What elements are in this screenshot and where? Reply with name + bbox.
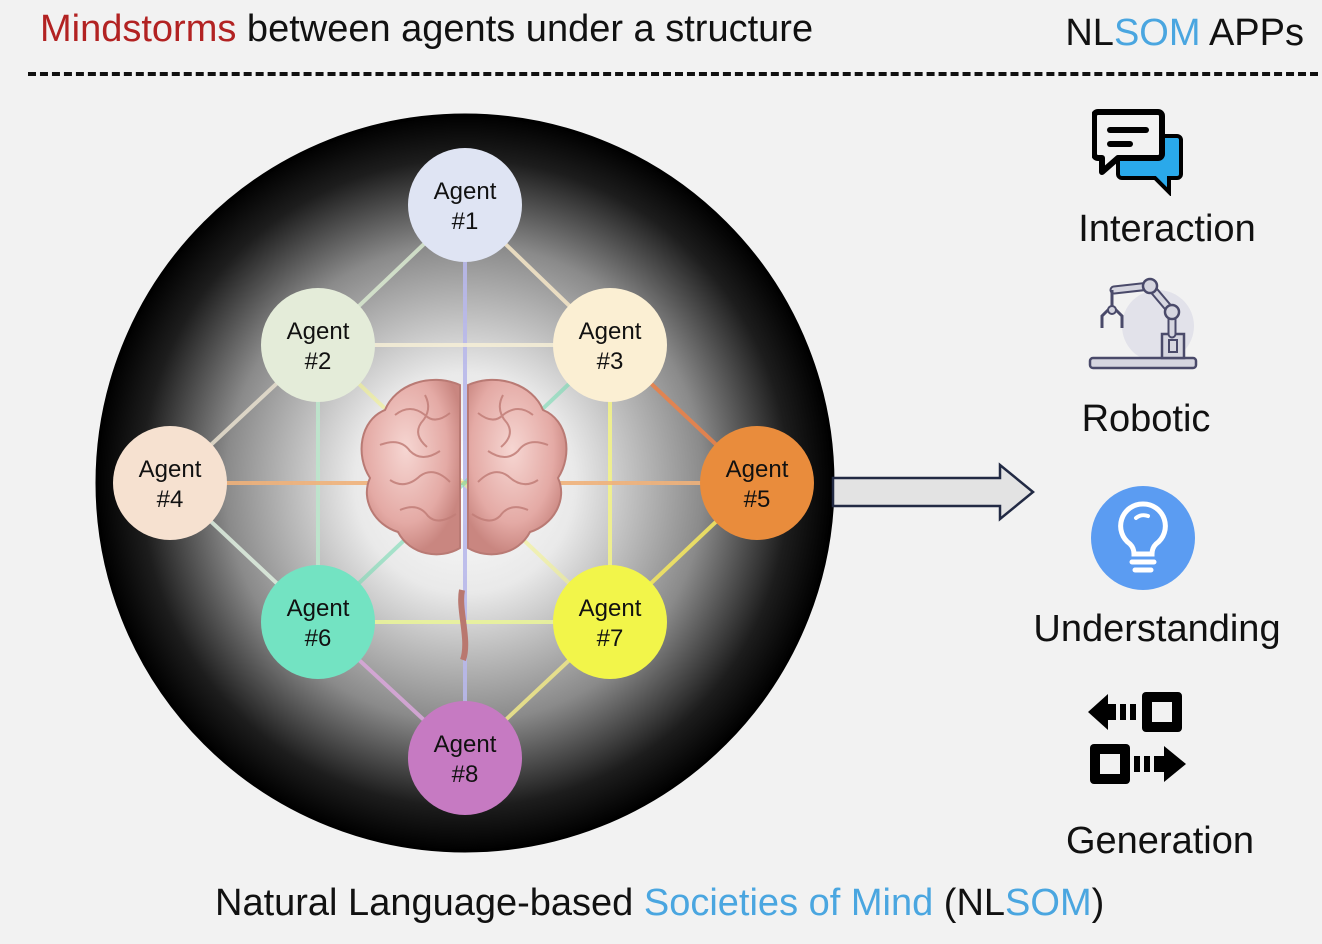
agent-circle (553, 565, 667, 679)
agent-label: Agent (434, 731, 497, 758)
footer-suffix-highlight: SOM (1005, 882, 1092, 924)
agent-node-3: Agent #3 (553, 288, 667, 402)
agent-circle (408, 148, 522, 262)
agent-circle (408, 701, 522, 815)
agent-label: Agent (579, 595, 642, 622)
agent-node-4: Agent #4 (113, 426, 227, 540)
agent-number: #4 (157, 486, 184, 513)
footer-prefix: Natural Language-based (215, 882, 644, 924)
chat-bubbles-icon (1091, 108, 1184, 201)
footer-highlight: Societies of Mind (643, 882, 934, 924)
robot-arm-icon (1088, 276, 1200, 377)
generation-arrows-icon (1086, 690, 1192, 791)
agent-node-2: Agent #2 (261, 288, 375, 402)
agent-node-8: Agent #8 (408, 701, 522, 815)
agent-node-7: Agent #7 (553, 565, 667, 679)
brain-illustration (360, 378, 568, 661)
title-rest: between agents under a structure (236, 8, 814, 50)
agent-circle (113, 426, 227, 540)
apps-title-highlight: SOM (1113, 12, 1201, 54)
agent-circle (261, 565, 375, 679)
apps-title: NLSOM APPs (1065, 12, 1304, 55)
app-label-robotic: Robotic (1081, 398, 1211, 440)
title-highlight: Mindstorms (40, 8, 237, 50)
agent-node-6: Agent #6 (261, 565, 375, 679)
agent-circle (553, 288, 667, 402)
agent-label: Agent (287, 595, 350, 622)
agent-circle (700, 426, 814, 540)
flow-arrow (831, 462, 1035, 522)
diagram-title: Mindstorms between agents under a struct… (40, 8, 813, 51)
agent-number: #5 (744, 486, 771, 513)
agent-circle (261, 288, 375, 402)
agent-number: #3 (597, 348, 624, 375)
apps-title-prefix: NL (1065, 12, 1114, 54)
agents-layer: Agent#1Agent#2Agent#3Agent#4Agent#5Agent… (113, 148, 814, 815)
footer-suffix-close: ) (1091, 882, 1105, 924)
app-label-interaction: Interaction (1078, 208, 1256, 250)
agent-label: Agent (434, 178, 497, 205)
agent-node-5: Agent #5 (700, 426, 814, 540)
agent-number: #8 (452, 761, 479, 788)
dashed-divider (28, 72, 1318, 76)
agent-label: Agent (139, 456, 202, 483)
app-label-generation: Generation (1065, 820, 1254, 862)
footer-caption: Natural Language-based Societies of Mind… (215, 882, 1104, 925)
agent-label: Agent (287, 318, 350, 345)
agent-number: #7 (597, 625, 624, 652)
app-label-understanding: Understanding (1033, 608, 1281, 650)
agent-label: Agent (579, 318, 642, 345)
agent-number: #2 (305, 348, 332, 375)
agent-node-1: Agent #1 (408, 148, 522, 262)
agent-label: Agent (726, 456, 789, 483)
lightbulb-icon (1088, 486, 1200, 597)
edge-3-6 (316, 343, 612, 624)
footer-suffix-open: (NL (933, 882, 1006, 924)
agent-number: #6 (305, 625, 332, 652)
apps-title-suffix: APPs (1200, 12, 1304, 54)
agent-number: #1 (452, 208, 479, 235)
